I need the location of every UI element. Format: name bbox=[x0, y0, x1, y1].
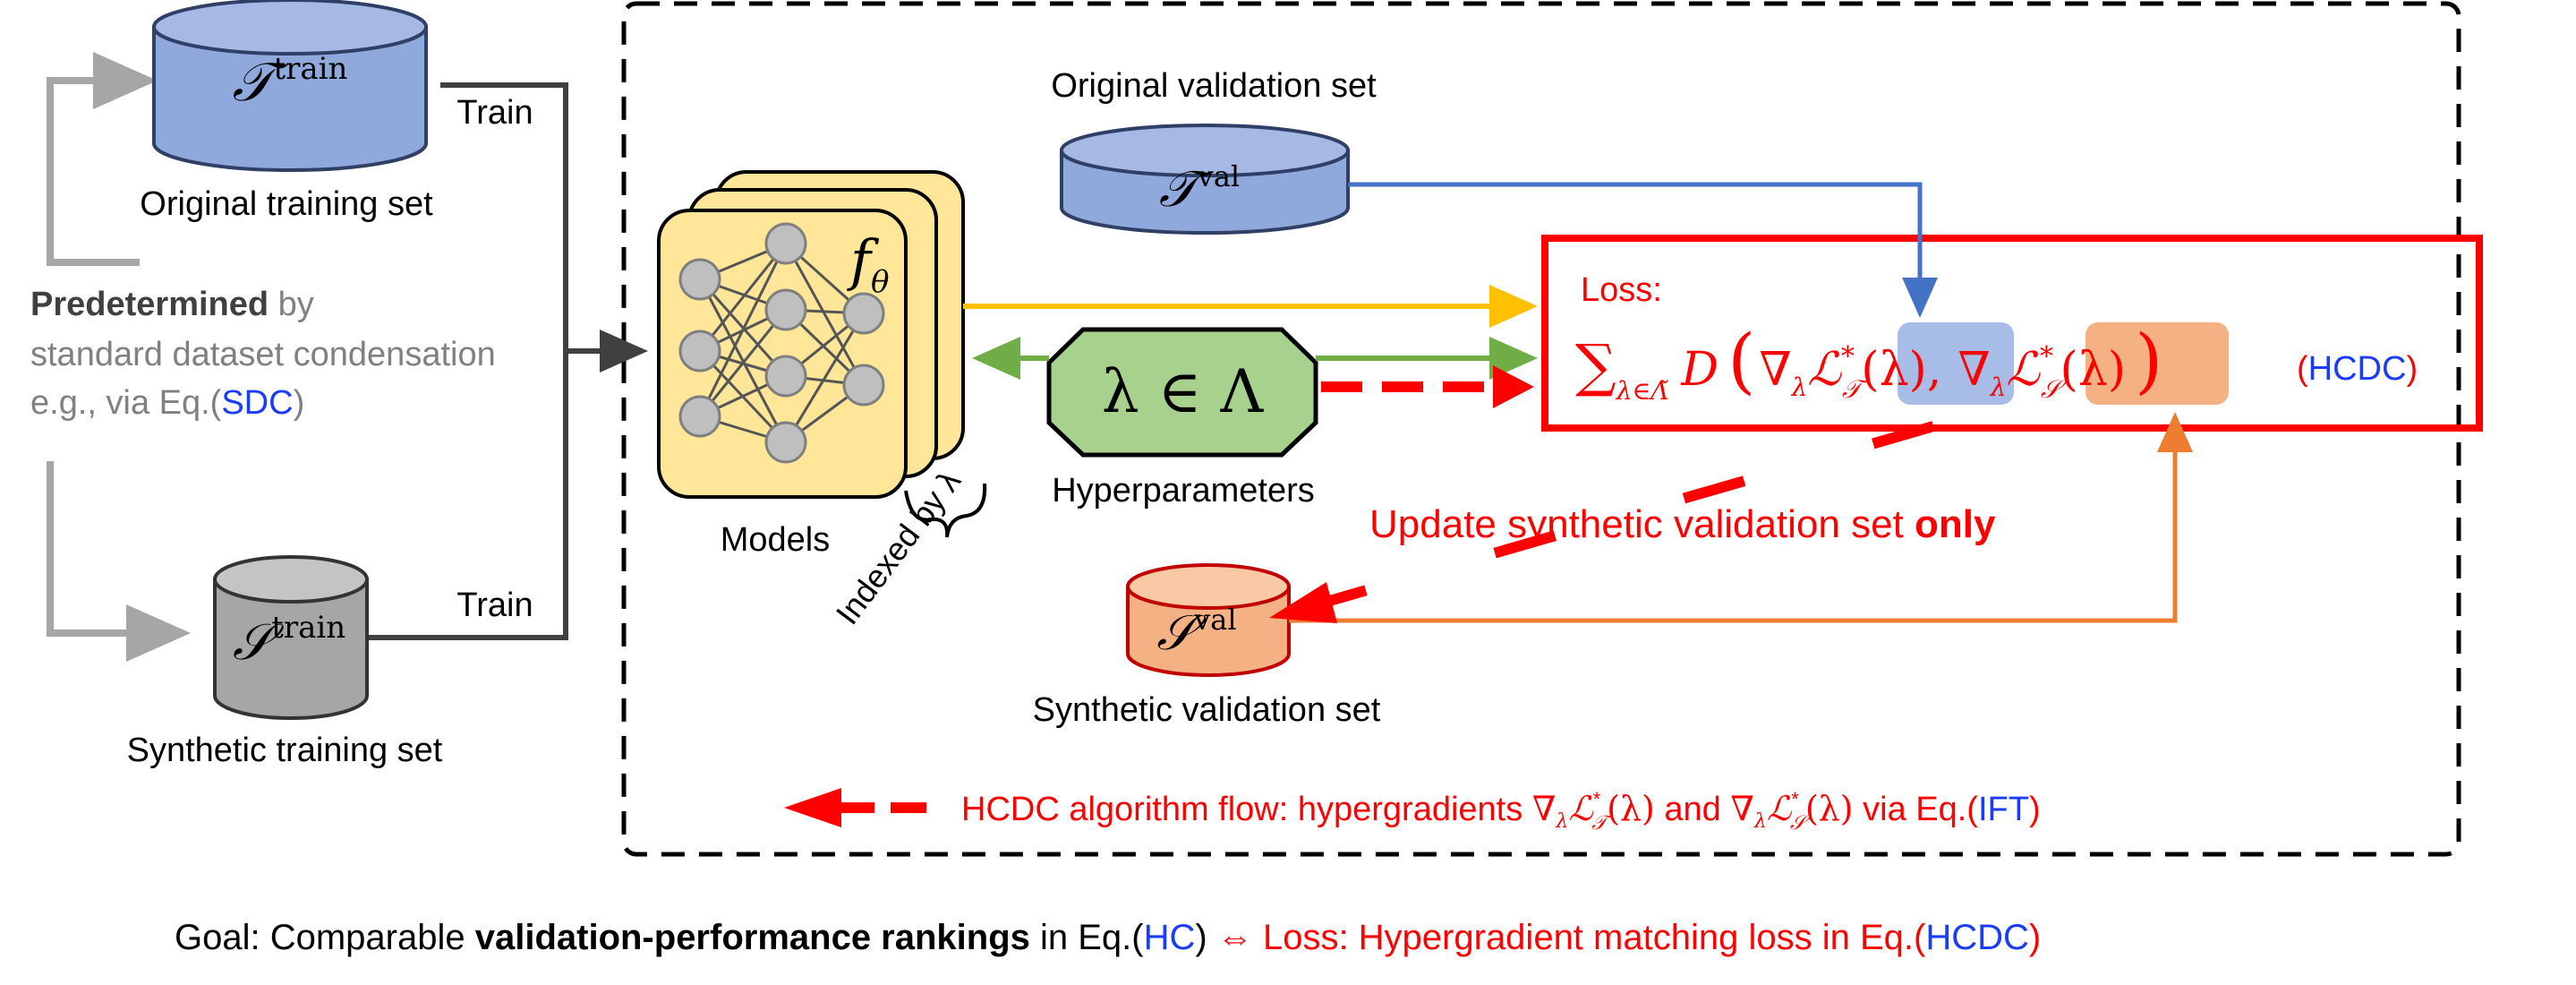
red-arrowhead-loss-to-synval bbox=[1269, 582, 1337, 623]
model-sub: θ bbox=[871, 264, 889, 300]
train-edge-label-bottom: Train bbox=[456, 587, 533, 624]
loss-highlight-T bbox=[1898, 322, 2014, 405]
original-validation-set-cylinder bbox=[1060, 124, 1350, 235]
legend-nabla-sub-2: λ bbox=[1753, 810, 1767, 833]
synthetic-training-set-cylinder bbox=[213, 555, 369, 720]
loss-arg-1: (λ) bbox=[1861, 343, 1927, 397]
legend-L-1: ℒ bbox=[1568, 789, 1594, 828]
loss-tag: HCDC bbox=[2308, 350, 2407, 388]
syn-train-sup: train bbox=[271, 610, 345, 646]
svg-text:Predetermined by: Predetermined by bbox=[30, 286, 314, 323]
red-arrowhead-hyper-to-loss bbox=[1493, 365, 1534, 408]
goal-iff: ⇔ bbox=[1207, 918, 1263, 957]
train-set-label: Original training set bbox=[140, 185, 433, 223]
predetermined-line3-prefix: e.g., via Eq.( bbox=[30, 384, 222, 422]
goal-loss-text: Loss: Hypergradient matching loss in Eq.… bbox=[1263, 918, 1926, 957]
syn-train-label: Synthetic training set bbox=[127, 732, 443, 769]
svg-text:(HCDC): (HCDC) bbox=[2297, 350, 2418, 388]
legend-ift-ref: IFT bbox=[1978, 791, 2029, 828]
loss-tag-open: ( bbox=[2297, 350, 2308, 388]
loss-L-2: ℒ bbox=[2006, 343, 2041, 397]
loss-nabla-sub-1: λ bbox=[1791, 373, 1808, 402]
train-connector-bottom bbox=[363, 351, 568, 640]
val-set-title: Original validation set bbox=[1051, 67, 1377, 105]
goal-bold: validation-performance rankings bbox=[475, 918, 1030, 957]
loss-box bbox=[1541, 235, 2483, 432]
legend-arg-2: (λ) bbox=[1805, 789, 1854, 828]
predetermined-rest: by bbox=[269, 286, 314, 323]
legend-star-2: * bbox=[1791, 788, 1799, 810]
predetermined-line3-suffix: ) bbox=[294, 384, 305, 422]
loss-nabla-1: ∇ bbox=[1759, 343, 1791, 397]
goal-mid: in Eq.( bbox=[1030, 918, 1144, 957]
legend-L-2: ℒ bbox=[1767, 789, 1793, 828]
goal-close2: ) bbox=[2029, 918, 2041, 957]
legend-and: and bbox=[1655, 791, 1731, 828]
train-connector-top bbox=[440, 82, 568, 351]
loss-L-1: ℒ bbox=[1807, 343, 1842, 397]
update-text: Update synthetic validation set bbox=[1369, 502, 1915, 546]
loss-sum: ∑ bbox=[1575, 333, 1616, 399]
loss-highlight-S bbox=[2086, 322, 2229, 405]
legend-close: ) bbox=[2029, 791, 2041, 828]
hyperparameter-octagon bbox=[1046, 327, 1318, 458]
main-dashed-frame bbox=[621, 1, 2461, 857]
train-set-sup: train bbox=[274, 51, 348, 87]
indexed-brace bbox=[904, 483, 987, 538]
goal-hcdc-ref: HCDC bbox=[1925, 918, 2029, 957]
loss-title: Loss: bbox=[1581, 271, 1662, 309]
original-training-set-cylinder bbox=[152, 0, 428, 172]
syn-val-label: Synthetic validation set bbox=[1033, 691, 1381, 729]
update-bold: only bbox=[1915, 502, 1996, 546]
predetermined-bracket-top bbox=[47, 52, 158, 266]
loss-sum-sub: λ∈Λ̃ bbox=[1616, 376, 1669, 406]
svg-text:Update synthetic validation se: Update synthetic validation set only bbox=[1369, 502, 1996, 546]
legend-red-arrowhead bbox=[784, 788, 841, 827]
legend-nabla-sub-1: λ bbox=[1555, 810, 1568, 833]
svg-text:𝒯val: 𝒯val bbox=[1159, 159, 1240, 218]
legend-via: via Eq.( bbox=[1854, 791, 1979, 828]
legend-text1: HCDC algorithm flow: hypergradients bbox=[961, 791, 1532, 828]
val-set-sup: val bbox=[1197, 159, 1240, 193]
hyper-symbol: λ ∈ Λ bbox=[1102, 357, 1265, 426]
synthetic-validation-set-cylinder bbox=[1126, 563, 1291, 677]
goal-prefix: Goal: Comparable bbox=[175, 918, 475, 957]
predetermined-bracket-bottom bbox=[47, 461, 191, 662]
goal-hc-ref: HC bbox=[1144, 918, 1196, 957]
loss-nabla-sub-2: λ bbox=[1990, 373, 2007, 402]
predetermined-line2: standard dataset condensation bbox=[30, 336, 496, 373]
models-stack bbox=[657, 170, 965, 499]
predetermined-sdc-ref: SDC bbox=[221, 384, 293, 422]
legend-arg-1: (λ) bbox=[1607, 789, 1655, 828]
loss-comma: , bbox=[1927, 343, 1942, 397]
blue-arrow-val-to-loss bbox=[1348, 182, 1938, 318]
goal-close1: ) bbox=[1195, 918, 1207, 957]
train-edge-label-top: Train bbox=[456, 94, 533, 132]
loss-D: D bbox=[1680, 343, 1719, 397]
svg-text:HCDC algorithm flow: hypergrad: HCDC algorithm flow: hypergradients ∇λℒ*… bbox=[961, 788, 2041, 835]
hyper-label: Hyperparameters bbox=[1052, 472, 1315, 510]
loss-open: ( bbox=[1727, 319, 1755, 402]
loss-arg-2: (λ) bbox=[2060, 343, 2127, 397]
syn-val-sup: val bbox=[1193, 603, 1236, 637]
legend-nabla-2: ∇ bbox=[1730, 789, 1754, 828]
loss-nabla-2: ∇ bbox=[1958, 343, 1990, 397]
loss-close: ) bbox=[2135, 319, 2162, 402]
legend-star-1: * bbox=[1593, 788, 1601, 810]
loss-star-2: * bbox=[2040, 341, 2053, 373]
orange-arrow-synval-to-loss bbox=[1289, 412, 2193, 623]
svg-text:e.g., via Eq.(SDC): e.g., via Eq.(SDC) bbox=[30, 384, 304, 422]
legend-nabla-1: ∇ bbox=[1532, 789, 1557, 828]
loss-tag-close: ) bbox=[2406, 350, 2418, 388]
models-label: Models bbox=[721, 521, 831, 559]
svg-text:Goal: Comparable validation-pe: Goal: Comparable validation-performance … bbox=[175, 918, 2041, 957]
predetermined-bold: Predetermined bbox=[30, 286, 269, 323]
loss-star-1: * bbox=[1841, 341, 1855, 373]
svg-text:∑λ∈Λ̃D(∇λℒ*𝒯(λ),∇λℒ*𝒮(λ)): ∑λ∈Λ̃D(∇λℒ*𝒯(λ),∇λℒ*𝒮(λ)) bbox=[1575, 319, 2162, 406]
